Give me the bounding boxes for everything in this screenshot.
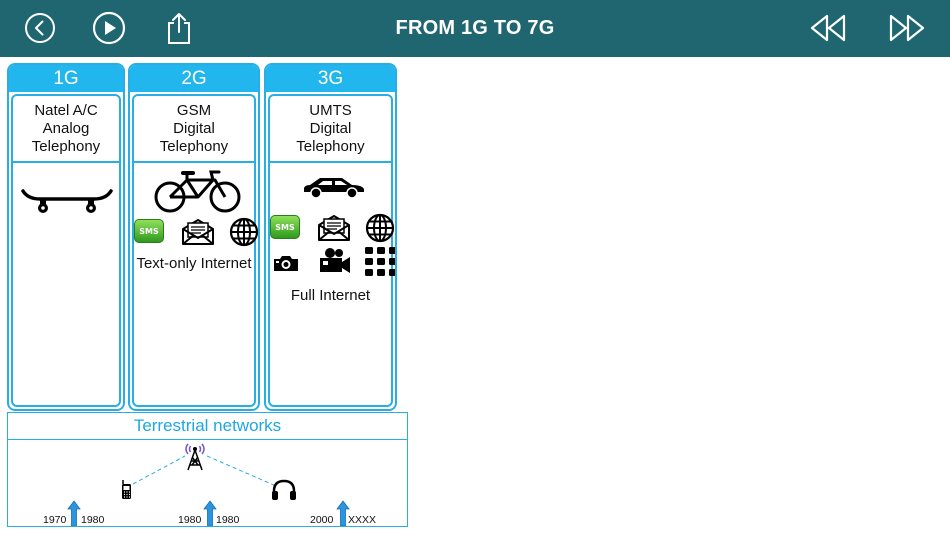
description-line: GSM bbox=[176, 101, 212, 119]
fast-forward-button[interactable] bbox=[887, 10, 927, 46]
generation-card-2g: 2G GSM Digital Telephony SMS bbox=[128, 63, 260, 411]
generation-card-3g: 3G UMTS Digital Telephony SMS bbox=[264, 63, 397, 411]
description-line: Telephony bbox=[31, 137, 101, 155]
sms-icon: SMS bbox=[270, 215, 300, 239]
generation-content: Natel A/C Analog Telephony bbox=[11, 94, 121, 407]
description-line: Digital bbox=[173, 119, 215, 137]
antenna-tower-icon bbox=[185, 443, 205, 471]
video-camera-icon bbox=[320, 248, 350, 273]
generation-card-1g: 1G Natel A/C Analog Telephony bbox=[7, 63, 125, 411]
rewind-icon bbox=[810, 14, 846, 42]
description-line: Natel A/C bbox=[34, 101, 98, 119]
globe-icon bbox=[229, 217, 258, 247]
bicycle-icon bbox=[154, 170, 241, 213]
share-button[interactable] bbox=[161, 10, 197, 46]
play-circle-icon bbox=[92, 11, 126, 45]
timeline-arrow-icon bbox=[336, 500, 350, 526]
generation-description: Natel A/C Analog Telephony bbox=[13, 96, 119, 163]
apps-grid-icon bbox=[365, 247, 395, 276]
description-line: Digital bbox=[309, 119, 352, 137]
terrestrial-networks-panel: Terrestrial networks 1970 1980 1980 1980… bbox=[7, 412, 408, 527]
generation-label: 3G bbox=[266, 65, 395, 92]
mail-icon bbox=[182, 219, 214, 245]
rewind-button[interactable] bbox=[808, 10, 848, 46]
network-diagram bbox=[132, 455, 277, 487]
year-start-label: 1980 bbox=[178, 514, 202, 526]
year-start-label: 2000 bbox=[310, 514, 334, 526]
sms-icon: SMS bbox=[134, 219, 164, 243]
generation-description: GSM Digital Telephony bbox=[134, 96, 254, 163]
car-icon bbox=[304, 178, 364, 199]
skateboard-icon bbox=[21, 189, 113, 213]
globe-icon bbox=[365, 213, 395, 243]
timeline-arrow-icon bbox=[67, 500, 81, 526]
back-button[interactable] bbox=[22, 10, 58, 46]
description-line: Telephony bbox=[296, 137, 365, 155]
terrestrial-title: Terrestrial networks bbox=[8, 413, 407, 440]
top-bar: FROM 1G TO 7G bbox=[0, 0, 950, 57]
play-button[interactable] bbox=[91, 10, 127, 46]
generation-label: 2G bbox=[130, 65, 258, 92]
year-end-label: XXXX bbox=[348, 514, 377, 526]
feature-label: Text-only Internet bbox=[136, 255, 252, 272]
timeline-arrow-icon bbox=[203, 500, 217, 526]
year-end-label: 1980 bbox=[81, 514, 105, 526]
camera-icon bbox=[274, 256, 298, 271]
description-line: Telephony bbox=[159, 137, 229, 155]
year-start-label: 1970 bbox=[43, 514, 67, 526]
year-end-label: 1980 bbox=[216, 514, 240, 526]
share-icon bbox=[168, 13, 190, 44]
generation-description: UMTS Digital Telephony bbox=[270, 96, 391, 163]
mobile-phone-icon bbox=[122, 480, 131, 499]
headphones-icon bbox=[272, 479, 296, 500]
generation-label: 1G bbox=[9, 65, 123, 92]
feature-label: Full Internet bbox=[290, 287, 371, 304]
generation-content: GSM Digital Telephony SMS bbox=[132, 94, 258, 407]
description-line: UMTS bbox=[309, 101, 352, 119]
fast-forward-icon bbox=[889, 14, 925, 42]
mail-icon bbox=[318, 215, 350, 241]
description-line: Analog bbox=[42, 119, 90, 137]
back-circle-icon bbox=[25, 13, 55, 43]
generation-content: UMTS Digital Telephony SMS bbox=[268, 94, 395, 407]
